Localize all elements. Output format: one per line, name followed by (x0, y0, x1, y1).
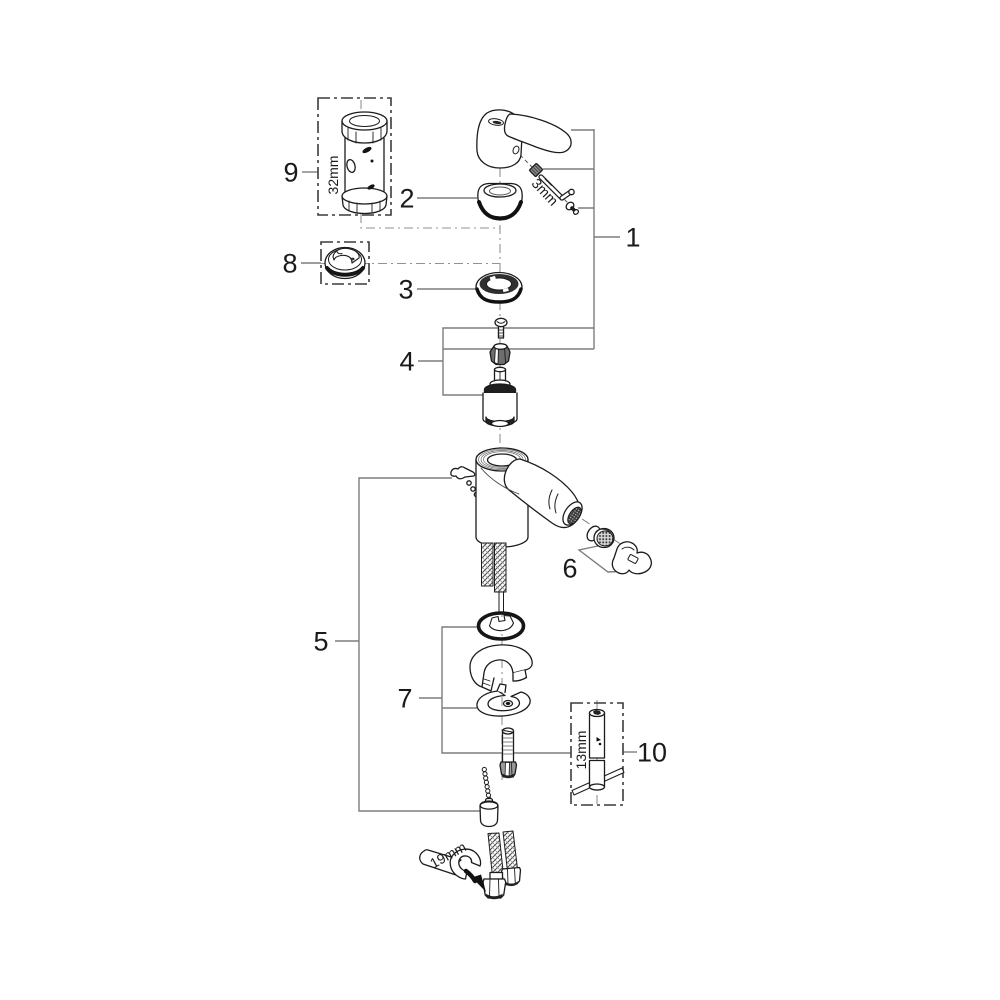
dome-cap (477, 182, 523, 221)
hose-nut-left (482, 871, 507, 900)
o-ring-retainer (476, 611, 526, 641)
bracket-1 (543, 129, 620, 349)
spout-mesh (567, 506, 582, 525)
bracket-4 (418, 327, 594, 396)
callout-10: 10 (637, 737, 667, 767)
hose-right (494, 542, 507, 593)
spout (503, 458, 581, 529)
dim-3mm: 3mm (529, 175, 562, 209)
aerator-key (611, 541, 652, 575)
supply-hoses-lower (482, 830, 522, 900)
dim-32mm: 32mm (325, 156, 341, 195)
hose-nut-right (500, 866, 522, 887)
callout-6: 6 (562, 553, 577, 583)
base-gasket (469, 644, 533, 692)
tool-boxes (317, 97, 624, 806)
pop-up-chain-hook (450, 466, 480, 498)
callout-2: 2 (399, 183, 414, 213)
set-screw-hole (512, 145, 520, 155)
supply-hoses-upper (481, 542, 507, 614)
callout-labels: 1 2 3 4 5 6 7 8 9 10 (282, 157, 667, 767)
callout-8: 8 (282, 248, 297, 278)
hose-right-lower (502, 830, 518, 872)
cartridge-screw (494, 317, 508, 339)
tool-box-10 (570, 702, 624, 806)
tool-box-9 (317, 97, 392, 216)
cartridge (482, 366, 518, 428)
callout-5: 5 (313, 626, 328, 656)
callout-9: 9 (283, 157, 298, 187)
hose-left-lower (487, 832, 504, 877)
dim-13mm: 13mm (573, 731, 589, 770)
hose-left (481, 542, 494, 587)
wrench-19mm (419, 848, 486, 892)
socket-tool-13mm (571, 708, 625, 796)
callout-4: 4 (399, 346, 414, 376)
mounting-stud (499, 727, 518, 779)
grub-screw (529, 163, 543, 177)
horseshoe-washer (476, 683, 531, 717)
body-interior-line (480, 467, 520, 495)
tool-box-8 (320, 241, 370, 285)
bracket-5 (335, 477, 480, 812)
handle-lever (476, 109, 572, 169)
handle-arm (503, 113, 572, 154)
handle-base-cap (324, 246, 366, 280)
callout-3: 3 (398, 274, 413, 304)
callout-1: 1 (625, 222, 640, 252)
escutcheon-ring (475, 271, 523, 304)
handle-bolt (565, 201, 580, 215)
aerator (586, 525, 615, 549)
callout-7: 7 (397, 683, 412, 713)
spout-groove (548, 489, 559, 514)
faucet-body (450, 447, 583, 548)
cartridge-nut (489, 343, 511, 366)
socket-sleeve-tool-32mm (341, 111, 388, 215)
chain-and-weight (479, 766, 499, 828)
hex-key-3mm (538, 174, 575, 201)
